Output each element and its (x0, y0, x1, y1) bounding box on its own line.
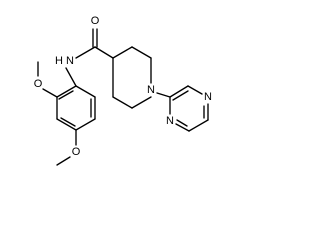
bond-pz-c2-c3 (169, 85, 189, 98)
bond-pip-c4-c3 (112, 46, 133, 59)
bond-n-aryl (65, 67, 77, 87)
bond-carbonyl-c-n (75, 46, 96, 59)
atom-methoxy-oxygen-4: O (72, 146, 81, 158)
bond-pz-c6-n1 (175, 123, 190, 132)
atom-carbonyl-oxygen: O (91, 15, 100, 27)
bond-ar-c3-c4-inner (60, 117, 76, 127)
bonds (37, 28, 209, 166)
bond-o-methyl-4 (56, 156, 71, 166)
atom-methoxy-oxygen-2: O (34, 78, 43, 90)
bond-n-pyrazine (156, 92, 171, 98)
atom-amide-nitrogen: N (66, 55, 74, 67)
bond-pz-c3-n4 (187, 85, 203, 95)
bond-pz-c5-c6 (188, 119, 209, 132)
bond-pz-c2-c3-inner (172, 90, 189, 101)
bond-ar-c1-c2 (56, 85, 77, 98)
bond-pz-c6-n1-inner (176, 119, 188, 127)
bond-ar-c6-c1 (75, 85, 96, 98)
bond-pip-c6-c5 (112, 96, 133, 109)
bond-pip-n1-c6 (131, 96, 152, 109)
atom-piperidine-nitrogen: N (147, 84, 155, 96)
atom-labels: O N H N N N O O (34, 15, 212, 158)
bond-carbonyl-c-ring-c4 (94, 46, 114, 59)
bond-ar-c3-c4 (56, 118, 77, 131)
atom-pyrazine-nitrogen-1: N (166, 115, 174, 127)
atom-amide-hydrogen: H (55, 55, 63, 67)
bond-ar-c4-c5 (75, 118, 96, 131)
bond-pip-c3-c2 (131, 46, 152, 59)
bond-ar-c2-o (42, 88, 58, 98)
molecule-diagram: O N H N N N O O (34, 15, 212, 166)
atom-pyrazine-nitrogen-4: N (204, 91, 212, 103)
bond-ar-c1-c2-inner (58, 90, 74, 100)
structure-canvas: O N H N N N O O (33, 15, 213, 166)
